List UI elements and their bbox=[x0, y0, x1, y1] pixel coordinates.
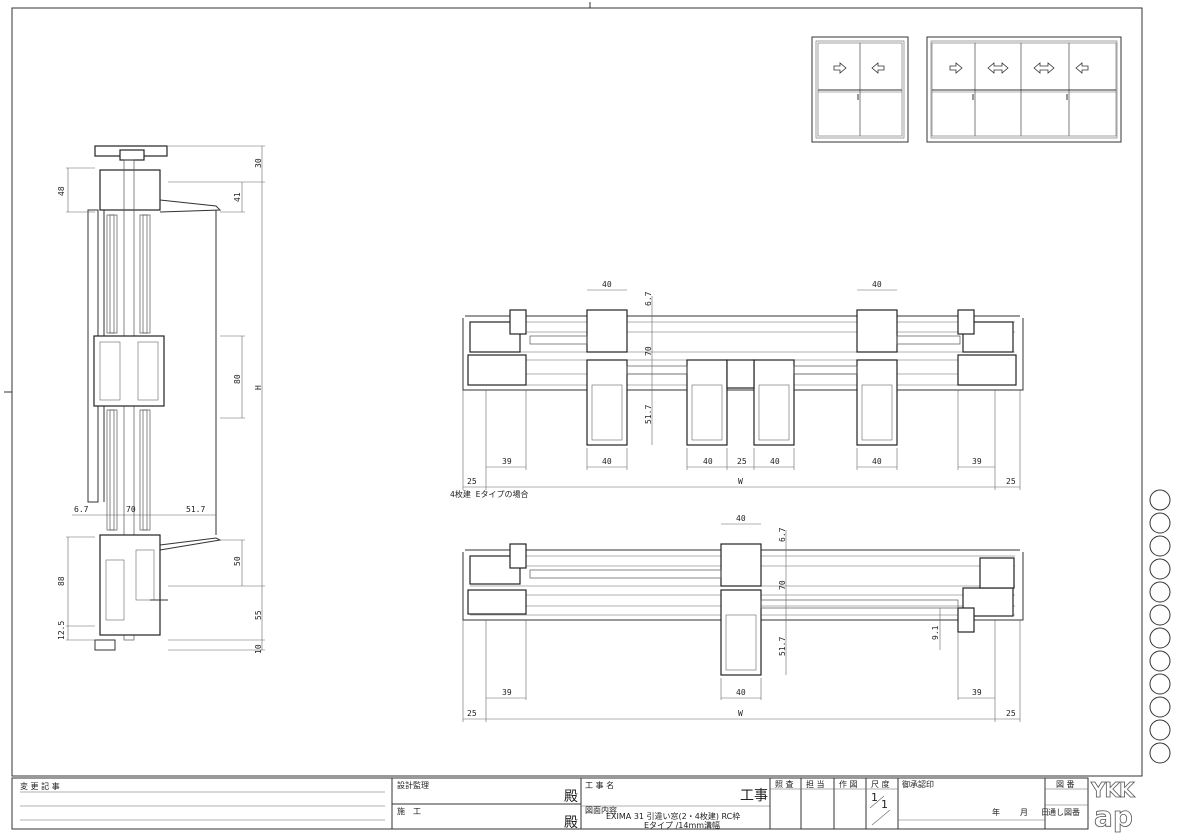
dim-label: W bbox=[738, 709, 743, 718]
dim-label: 39 bbox=[502, 457, 512, 466]
dim-label: 80 bbox=[233, 374, 242, 384]
elevation-4-panel bbox=[926, 36, 1122, 143]
dim-label: 40 bbox=[602, 280, 612, 289]
dim-label: 10 bbox=[254, 644, 263, 654]
serial-no-label: 通し図番 bbox=[1048, 807, 1080, 817]
dim-label: 9.1 bbox=[931, 625, 940, 640]
dim-label: H bbox=[254, 385, 263, 390]
dim-label: 40 bbox=[703, 457, 713, 466]
arrow-left-icon bbox=[1075, 62, 1089, 74]
dim-label: 39 bbox=[972, 457, 982, 466]
dim-label: W bbox=[738, 477, 743, 486]
dim-label: 39 bbox=[972, 688, 982, 697]
scale-numerator: 1 bbox=[871, 791, 878, 804]
dim-label: 6.7 bbox=[778, 527, 787, 542]
revision-circles bbox=[1149, 489, 1171, 764]
month-label: 月 bbox=[1020, 808, 1028, 817]
dim-label: 41 bbox=[233, 192, 242, 202]
sheet-border bbox=[11, 7, 1143, 777]
honorific: 殿 bbox=[564, 815, 578, 831]
dim-label: 70 bbox=[126, 505, 136, 514]
dim-label: 39 bbox=[502, 688, 512, 697]
dim-label: 25 bbox=[467, 709, 477, 718]
arrow-both-icon bbox=[987, 62, 1009, 74]
dim-label: 40 bbox=[872, 280, 882, 289]
dim-label: 6.7 bbox=[74, 505, 89, 514]
svg-text:YKK: YKK bbox=[1090, 778, 1136, 802]
dim-label: 55 bbox=[254, 610, 263, 620]
arrow-right-icon bbox=[949, 62, 963, 74]
dim-label: 51.7 bbox=[186, 505, 205, 514]
dim-label: 50 bbox=[233, 556, 242, 566]
scale-denominator: 1 bbox=[881, 798, 888, 811]
plan-section-2-panel: 40 6.7 70 51.7 9.1 39 40 39 25 W 25 bbox=[462, 514, 1024, 722]
project-name-label: 工 事 名 bbox=[585, 780, 614, 790]
dim-label: 70 bbox=[778, 580, 787, 590]
approval-label: 御承認印 bbox=[902, 779, 934, 789]
dim-label: 25 bbox=[737, 457, 747, 466]
drawn-label: 作 図 bbox=[839, 779, 858, 789]
plan-caption: 4枚建 Eタイプの場合 bbox=[450, 489, 528, 499]
construction-label: 施 工 bbox=[397, 806, 421, 816]
vertical-section: 48 30 41 80 H 50 55 10 88 12.5 6.7 70 51… bbox=[57, 145, 265, 654]
arrow-left-icon bbox=[871, 62, 885, 74]
dim-label: 25 bbox=[1006, 709, 1016, 718]
arrow-both-icon bbox=[1033, 62, 1055, 74]
dim-label: 30 bbox=[254, 158, 263, 168]
dim-label: 48 bbox=[57, 186, 66, 196]
elevation-2-panel bbox=[811, 36, 909, 143]
dim-label: 88 bbox=[57, 576, 66, 586]
ykk-ap-logo: YKK ap bbox=[1090, 778, 1138, 834]
arrow-right-icon bbox=[833, 62, 847, 74]
dim-label: 40 bbox=[736, 514, 746, 523]
drawing-no-label: 図 番 bbox=[1056, 779, 1075, 789]
title-block: 変 更 記 事 設計監理 施 工 殿 殿 工 事 名 工事 図面内容 EXIMA… bbox=[11, 777, 1089, 831]
design-supervision-label: 設計監理 bbox=[397, 780, 429, 790]
charge-label: 担 当 bbox=[806, 779, 825, 789]
dim-label: 12.5 bbox=[57, 621, 66, 640]
dim-label: 51.7 bbox=[644, 405, 653, 424]
dim-label: 40 bbox=[872, 457, 882, 466]
scale-label: 尺 度 bbox=[871, 779, 890, 789]
dim-label: 40 bbox=[770, 457, 780, 466]
project-suffix: 工事 bbox=[740, 788, 768, 804]
drawing-content-line: Eタイプ /14mm溝幅 bbox=[644, 820, 720, 830]
drawing-content-line: EXIMA 31 引違い窓(2・4枚建) RC枠 bbox=[606, 811, 740, 821]
drawing-content-label: 図面内容 bbox=[585, 805, 617, 815]
day-label: 日 bbox=[1041, 808, 1049, 817]
svg-text:ap: ap bbox=[1094, 800, 1133, 833]
dim-label: 6.7 bbox=[644, 291, 653, 306]
change-log-label: 変 更 記 事 bbox=[20, 781, 60, 791]
dim-label: 40 bbox=[736, 688, 746, 697]
honorific: 殿 bbox=[564, 789, 578, 805]
check-label: 照 査 bbox=[775, 779, 794, 789]
dim-label: 70 bbox=[644, 346, 653, 356]
dim-label: 51.7 bbox=[778, 637, 787, 656]
dim-label: 25 bbox=[467, 477, 477, 486]
year-label: 年 bbox=[992, 807, 1000, 817]
dim-label: 25 bbox=[1006, 477, 1016, 486]
dim-label: 40 bbox=[602, 457, 612, 466]
plan-section-4-panel: 40 40 6.7 70 51.7 39 40 40 25 40 40 39 2… bbox=[450, 280, 1024, 499]
